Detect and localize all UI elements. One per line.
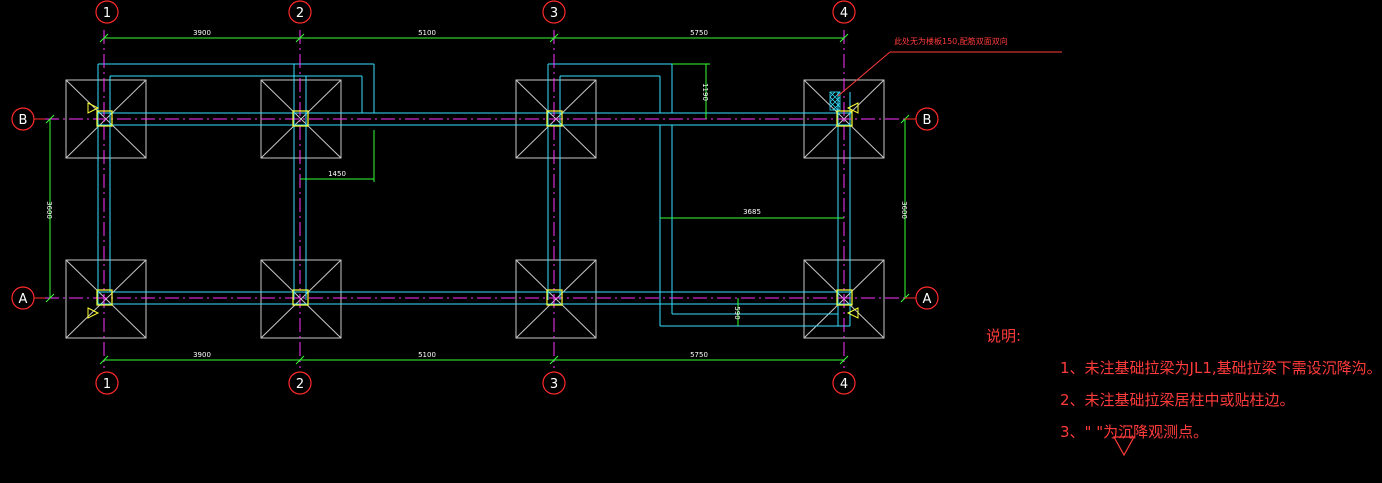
dim-3685: 3685	[743, 208, 761, 216]
slab-callout-text: 此处无为楼板150,配筋双面双向	[894, 37, 1008, 46]
dim-right: 3600	[900, 201, 908, 219]
dim-top-1: 3900	[193, 29, 211, 37]
axis-label-1-bottom: 1	[103, 377, 111, 392]
dim-left: 3600	[45, 201, 53, 219]
notes-block: 说明: 1、未注基础拉梁为JL1,基础拉梁下需设沉降沟。 2、未注基础拉梁居柱中…	[986, 320, 1382, 448]
dimension-lines	[45, 33, 910, 365]
dim-1190: 1190	[701, 83, 709, 101]
axis-label-2-top: 2	[296, 6, 304, 21]
axis-label-2-bottom: 2	[296, 377, 304, 392]
axis-labels: 1 2 3 4 1 2 3 4 B A B A	[19, 6, 932, 392]
axis-label-A-left: A	[19, 292, 28, 307]
footing-2A	[260, 259, 342, 339]
hatched-slab	[829, 91, 841, 111]
dim-bottom-1: 3900	[193, 351, 211, 359]
axis-label-A-right: A	[923, 292, 932, 307]
dim-590: 590	[733, 306, 741, 319]
dim-top-3: 5750	[690, 29, 708, 37]
columns	[96, 110, 853, 306]
callout-leader	[837, 51, 1062, 97]
notes-title: 说明:	[986, 327, 1022, 345]
footing-1A	[65, 259, 147, 339]
footings	[65, 79, 885, 339]
note-line-2: 2、未注基础拉梁居柱中或贴柱边。	[1060, 391, 1295, 409]
axis-label-3-bottom: 3	[550, 377, 558, 392]
axis-label-3-top: 3	[550, 6, 558, 21]
foundation-plan-drawing: 3900 5100 5750 3900 5100 5750 3600 3600 …	[11, 0, 1136, 457]
dimension-texts: 3900 5100 5750 3900 5100 5750 3600 3600 …	[45, 29, 908, 359]
settlement-symbol-icon	[1112, 436, 1136, 457]
axis-label-B-left: B	[19, 113, 28, 128]
dim-top-2: 5100	[418, 29, 436, 37]
dim-bottom-2: 5100	[418, 351, 436, 359]
axis-bubbles	[11, 0, 939, 395]
axis-bubble-lines	[34, 118, 916, 299]
settlement-markers	[87, 102, 859, 319]
axis-label-B-right: B	[923, 113, 932, 128]
axis-label-4-bottom: 4	[840, 377, 848, 392]
dim-1450: 1450	[328, 170, 346, 178]
footing-3A	[515, 259, 597, 339]
axis-label-4-top: 4	[840, 6, 848, 21]
dim-bottom-3: 5750	[690, 351, 708, 359]
note-line-3: 3、" "为沉降观测点。	[1060, 423, 1209, 441]
axis-label-1-top: 1	[103, 6, 111, 21]
center-lines	[45, 30, 905, 368]
note-line-1: 1、未注基础拉梁为JL1,基础拉梁下需设沉降沟。	[1060, 359, 1382, 377]
tie-beams	[97, 63, 852, 327]
